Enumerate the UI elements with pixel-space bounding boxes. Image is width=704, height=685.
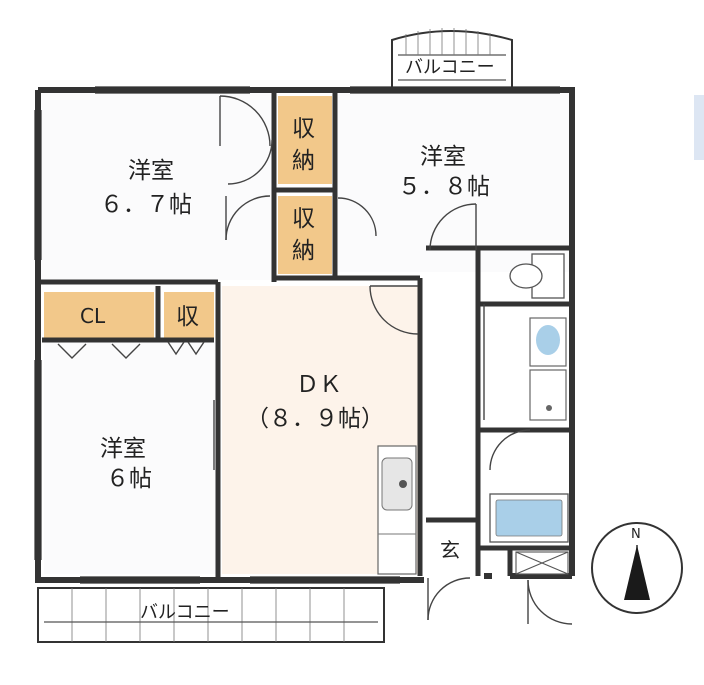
storage-closet (44, 292, 154, 338)
top-balcony: バルコニー (391, 28, 513, 88)
closet-label: CL (80, 304, 106, 328)
bathtub (489, 493, 569, 543)
windows (34, 86, 560, 584)
edge-patch (694, 95, 704, 160)
kitchen-sink (377, 445, 417, 575)
bottom-balcony: バルコニー (37, 587, 385, 643)
entrance-label: 玄 (440, 538, 460, 562)
storage-upper-bottom-char1: 収 (292, 206, 315, 232)
room-western-b-size: ５．８帖 (398, 174, 490, 200)
storage-upper-top-char2: 納 (292, 148, 315, 174)
storage-upper-top-char1: 収 (292, 116, 315, 142)
north-arrow-icon (624, 545, 650, 600)
room-western-c-fill (44, 342, 216, 574)
top-balcony-label: バルコニー (405, 57, 495, 78)
room-western-c-name: 洋室 (100, 436, 146, 462)
walls (35, 87, 575, 583)
washroom-fixtures (529, 317, 567, 421)
room-western-a-size: ６．７帖 (100, 192, 192, 218)
dk-size: （８．９帖） (246, 406, 384, 432)
room-western-a-fill (40, 92, 272, 280)
dk-name: ＤＫ (296, 372, 342, 398)
room-western-a-name: 洋室 (128, 158, 174, 184)
shoe-cabinet (515, 551, 569, 575)
interior-walls (38, 90, 572, 580)
compass: N (591, 522, 683, 614)
room-western-b-name: 洋室 (420, 144, 466, 170)
doors (57, 95, 573, 625)
storage-upper-bottom (278, 196, 332, 274)
bottom-balcony-label: バルコニー (140, 602, 230, 623)
storage-upper-bottom-char2: 納 (292, 238, 315, 264)
storage-upper-top-label: 収 納 (292, 116, 322, 174)
north-label: N (631, 527, 641, 542)
room-western-c-size: ６帖 (106, 466, 152, 492)
storage-upper-bottom-label: 収 納 (292, 206, 322, 264)
room-western-b-fill (338, 92, 570, 272)
storage-upper-top (278, 96, 332, 184)
storage-small (164, 292, 214, 338)
small-storage-label: 収 (176, 304, 199, 330)
toilet-fixture (509, 253, 565, 299)
